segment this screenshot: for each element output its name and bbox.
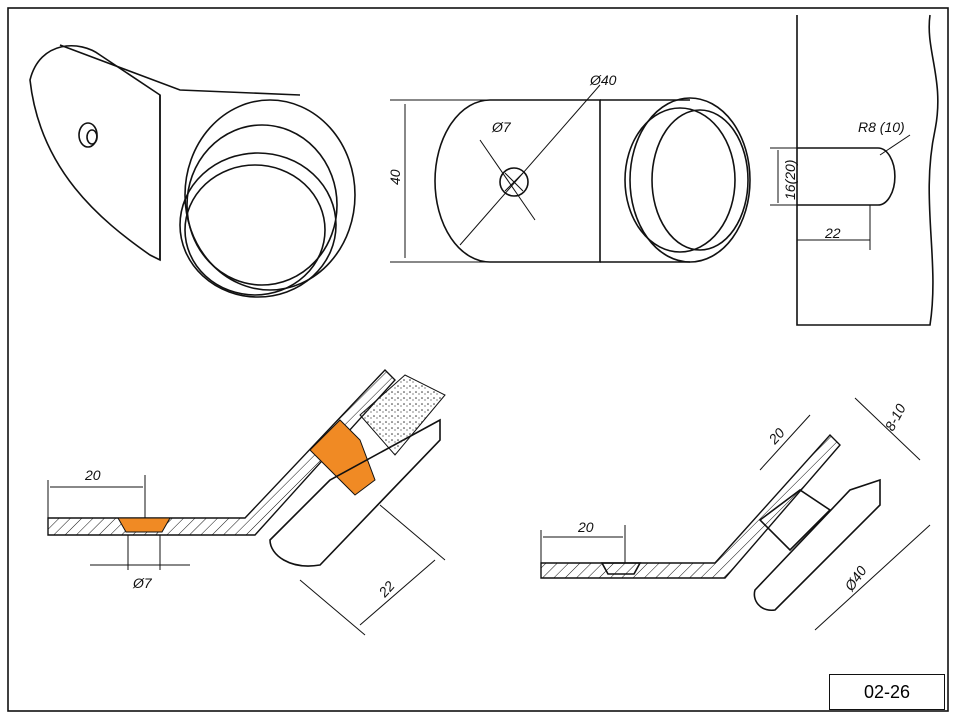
dim-right-offset: 20	[577, 519, 594, 535]
dim-radius: R8 (10)	[858, 119, 905, 135]
dim-right-depth: 20	[765, 425, 788, 448]
dim-left-offset: 20	[84, 467, 101, 483]
dim-slot-height: 16(20)	[782, 160, 798, 200]
isometric-view	[29, 44, 356, 298]
front-view: 40 Ø40 Ø7	[387, 72, 751, 263]
dim-diameter-outer: Ø40	[589, 72, 617, 88]
dim-diameter-hole: Ø7	[491, 119, 512, 135]
dim-left-depth: 22	[375, 578, 398, 601]
dim-slot-depth: 22	[824, 225, 841, 241]
section-left: 20 Ø7 22	[47, 368, 446, 636]
drawing-number: 02-26	[829, 674, 945, 710]
dim-left-hole: Ø7	[132, 575, 153, 591]
dim-right-diameter: Ø40	[841, 563, 870, 595]
slot-view: R8 (10) 16(20) 22	[770, 14, 939, 326]
section-right: 20 20 8-10 Ø40	[540, 397, 931, 631]
dim-glass-thickness: 8-10	[882, 401, 909, 433]
drawing-frame	[7, 7, 949, 712]
dim-height: 40	[387, 169, 403, 185]
